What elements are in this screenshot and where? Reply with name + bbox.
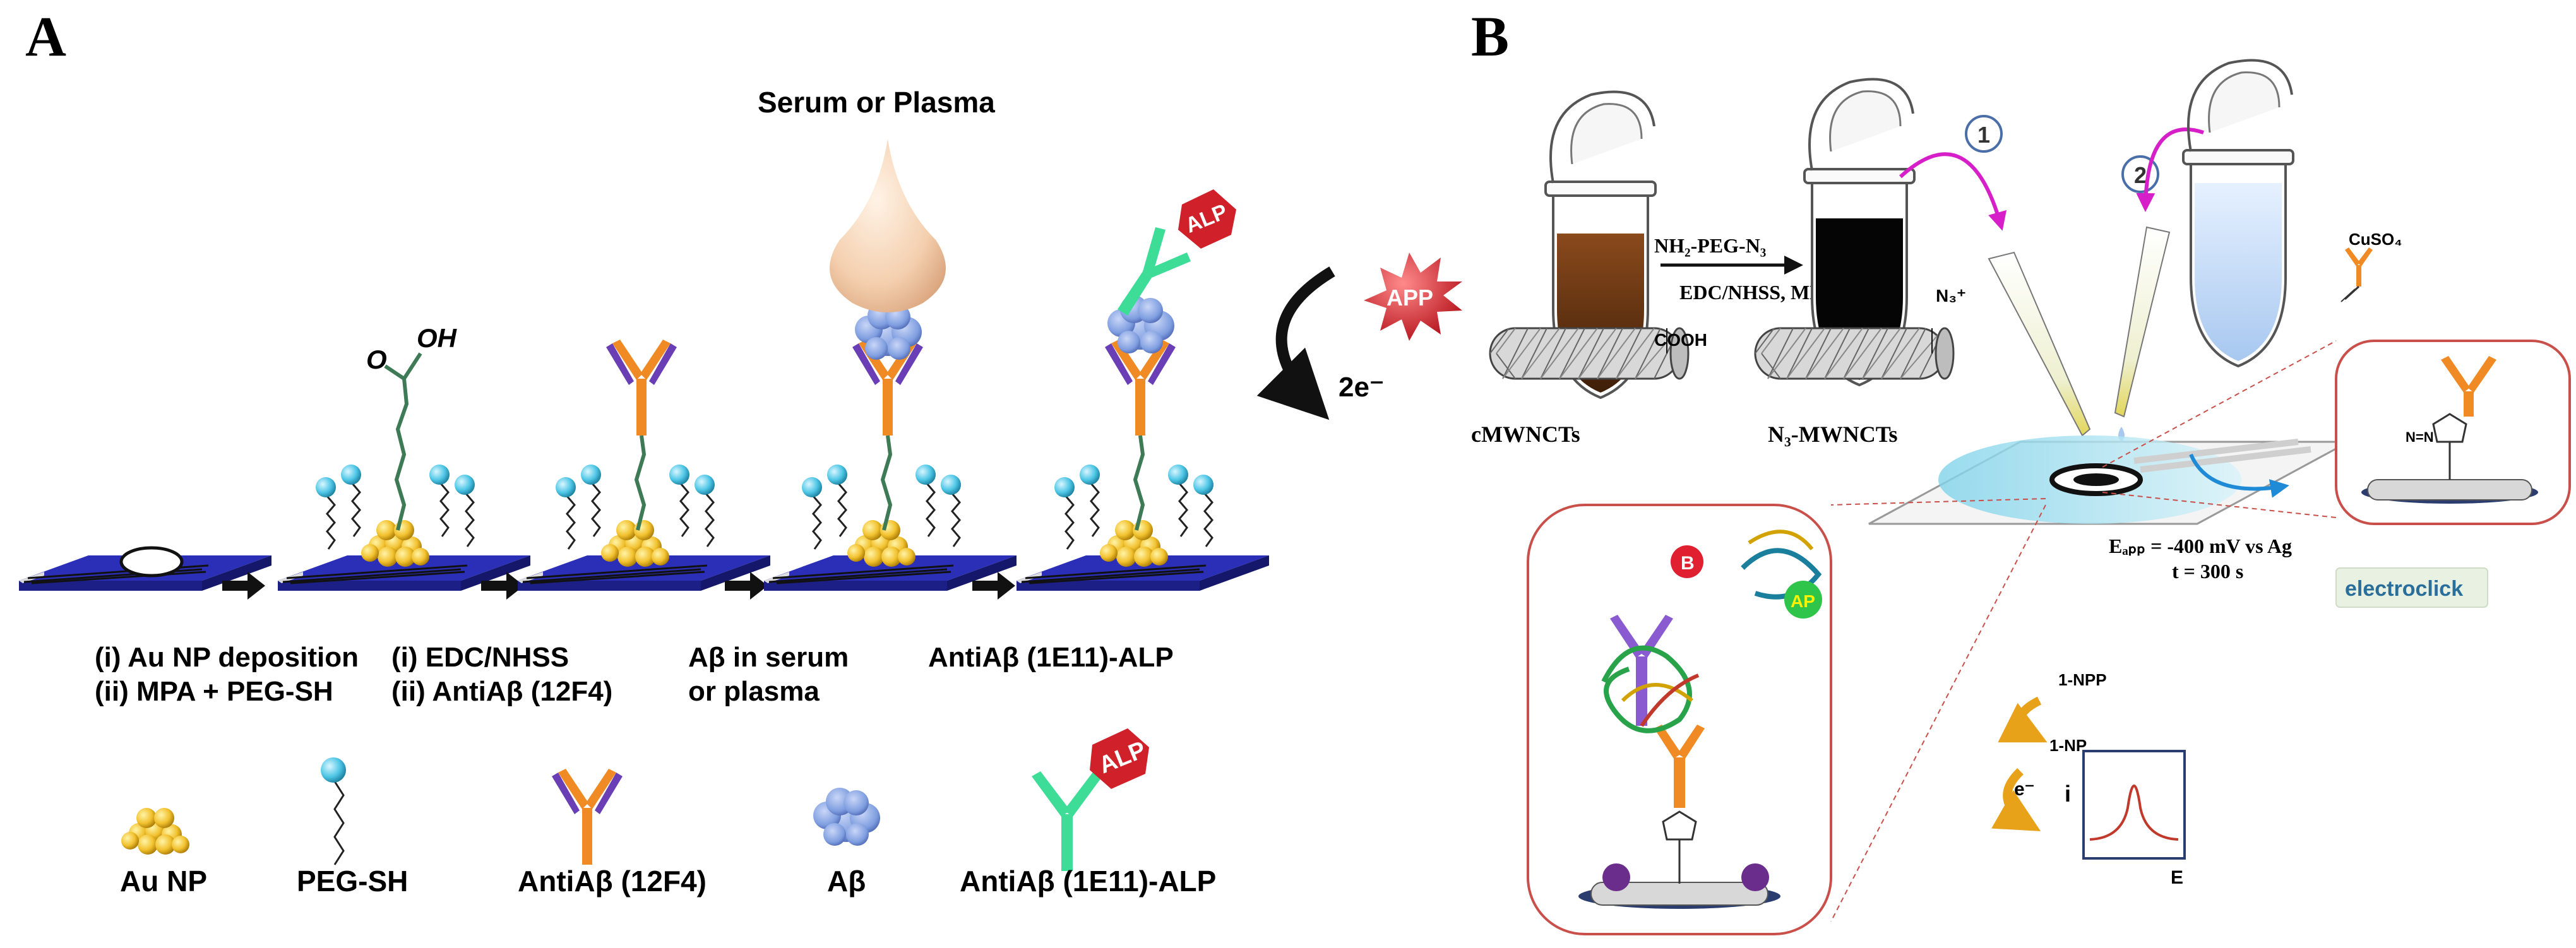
orange-antibody-icon bbox=[552, 769, 623, 865]
voltammogram-frame bbox=[2082, 750, 2186, 860]
step-2-line-1: (i) EDC/NHSS bbox=[391, 642, 569, 673]
panel-a-label: A bbox=[25, 6, 66, 68]
time-label: t = 300 s bbox=[2172, 560, 2243, 583]
legend-antiabeta-1e11-alp-label: AntiAβ (1E11)-ALP bbox=[960, 865, 1216, 898]
step-1-line-2: (ii) MPA + PEG-SH bbox=[95, 676, 333, 707]
step-1-marker: 1 bbox=[1965, 115, 2003, 153]
green-antibody-alp-icon: ALP bbox=[1032, 728, 1150, 871]
step-captions: (i) Au NP deposition (ii) MPA + PEG-SH (… bbox=[95, 642, 1174, 707]
gold-nanoparticle-cluster-icon bbox=[121, 808, 189, 855]
step-1-line-1: (i) Au NP deposition bbox=[95, 642, 359, 673]
app-burst-icon bbox=[1364, 252, 1462, 341]
step-3-line-2: or plasma bbox=[688, 676, 820, 707]
npp-label: 1-NPP bbox=[2058, 670, 2107, 689]
callout-sandwich-assay: B AP bbox=[1527, 498, 2046, 935]
potential-axis-label: E bbox=[2171, 867, 2183, 888]
amyloid-protein-icon bbox=[813, 788, 880, 846]
pipette-2-icon bbox=[2114, 226, 2171, 442]
step-arrow-4 bbox=[972, 572, 1015, 600]
protein-ribbon-icon bbox=[1601, 645, 1692, 733]
app-label: APP bbox=[1386, 285, 1433, 311]
triazole-label: N=N bbox=[2406, 429, 2434, 445]
detection-scheme: 1-NPP 1-NP e⁻ i E bbox=[1991, 670, 2186, 888]
np-label: 1-NP bbox=[2049, 736, 2087, 755]
legend-abeta-label: Aβ bbox=[827, 865, 866, 898]
pipette-1-icon bbox=[1988, 251, 2091, 457]
callout-clicked-antibody: N=N bbox=[2102, 340, 2571, 525]
step-2-line-2: (ii) AntiAβ (12F4) bbox=[391, 676, 612, 707]
cmwcnt-label: cMWNCTs bbox=[1471, 422, 1580, 447]
ap-marker bbox=[1784, 581, 1822, 619]
electrode-strip-bare bbox=[18, 546, 273, 592]
electrons-label: 2e⁻ bbox=[1339, 372, 1384, 403]
serum-plasma-label: Serum or Plasma bbox=[758, 86, 995, 119]
panel-b: B NH₂-PEG-N₃ EDC/NHSS, MES pH 5 COOH N₃⁺… bbox=[1471, 6, 2571, 935]
electroclick-label: electroclick bbox=[2345, 577, 2463, 601]
step-arrow-2 bbox=[481, 572, 524, 600]
reaction-arrow bbox=[1256, 266, 1335, 420]
legend-au-np-label: Au NP bbox=[120, 865, 207, 898]
step-arrow-1 bbox=[222, 572, 265, 600]
legend: ALP Au NP PEG-SH AntiAβ (12F4) Aβ AntiAβ… bbox=[120, 728, 1216, 898]
voltammogram-peak bbox=[2089, 785, 2179, 841]
step-3-line-1: Aβ in serum bbox=[688, 642, 849, 673]
legend-antiabeta-12f4-label: AntiAβ (12F4) bbox=[518, 865, 707, 898]
tube-cuso4-icon bbox=[2182, 59, 2294, 368]
serum-drop-icon bbox=[830, 139, 946, 312]
step-4-line-1: AntiAβ (1E11)-ALP bbox=[928, 642, 1174, 673]
cuso4-label: CuSO₄ bbox=[2349, 230, 2402, 249]
magenta-arrow-2 bbox=[2136, 127, 2204, 212]
green-antibody-icon bbox=[1118, 227, 1191, 316]
blue-arrow bbox=[2189, 453, 2289, 498]
peg-chain-icon bbox=[321, 757, 346, 865]
b-marker bbox=[1671, 545, 1703, 578]
electrode-strip-modified: O OH bbox=[277, 323, 532, 592]
svg-text:B: B bbox=[1681, 553, 1695, 574]
cnt-azide-icon bbox=[1754, 327, 1955, 380]
carboxyl-o-label: O bbox=[366, 345, 387, 374]
alp-hexagon-icon bbox=[1178, 189, 1236, 249]
electron-label: e⁻ bbox=[2014, 779, 2035, 800]
alkyne-antibody-icon bbox=[2340, 247, 2373, 302]
electroclick-badge bbox=[2335, 567, 2488, 608]
screen-printed-electrode bbox=[1868, 435, 2349, 525]
svg-text:2: 2 bbox=[2134, 162, 2147, 188]
electrode-strip-antibody bbox=[516, 340, 772, 592]
step-arrow-3 bbox=[725, 572, 768, 600]
carboxyl-oh-label: OH bbox=[417, 323, 458, 353]
electrode-strip-sandwich: ALP bbox=[1015, 189, 1270, 592]
electrode-strip-abeta bbox=[763, 139, 1018, 592]
panel-b-label: B bbox=[1471, 6, 1509, 68]
cooh-label: COOH bbox=[1654, 330, 1707, 350]
reagent-top-label: NH₂-PEG-N₃ bbox=[1654, 234, 1766, 257]
current-axis-label: i bbox=[2065, 781, 2071, 807]
svg-text:1: 1 bbox=[1977, 122, 1990, 148]
n3-label: N₃⁺ bbox=[1936, 286, 1966, 305]
svg-text:AP: AP bbox=[1791, 591, 1815, 611]
legend-peg-sh-label: PEG-SH bbox=[297, 865, 408, 898]
eapp-label: Eₐₚₚ = -400 mV vs Ag bbox=[2109, 535, 2292, 557]
n3mwcnt-label: N₃-MWNCTs bbox=[1768, 422, 1897, 447]
panel-a: A Serum or Plasma O OH bbox=[18, 6, 1462, 898]
magenta-arrow-1 bbox=[1899, 152, 2007, 231]
